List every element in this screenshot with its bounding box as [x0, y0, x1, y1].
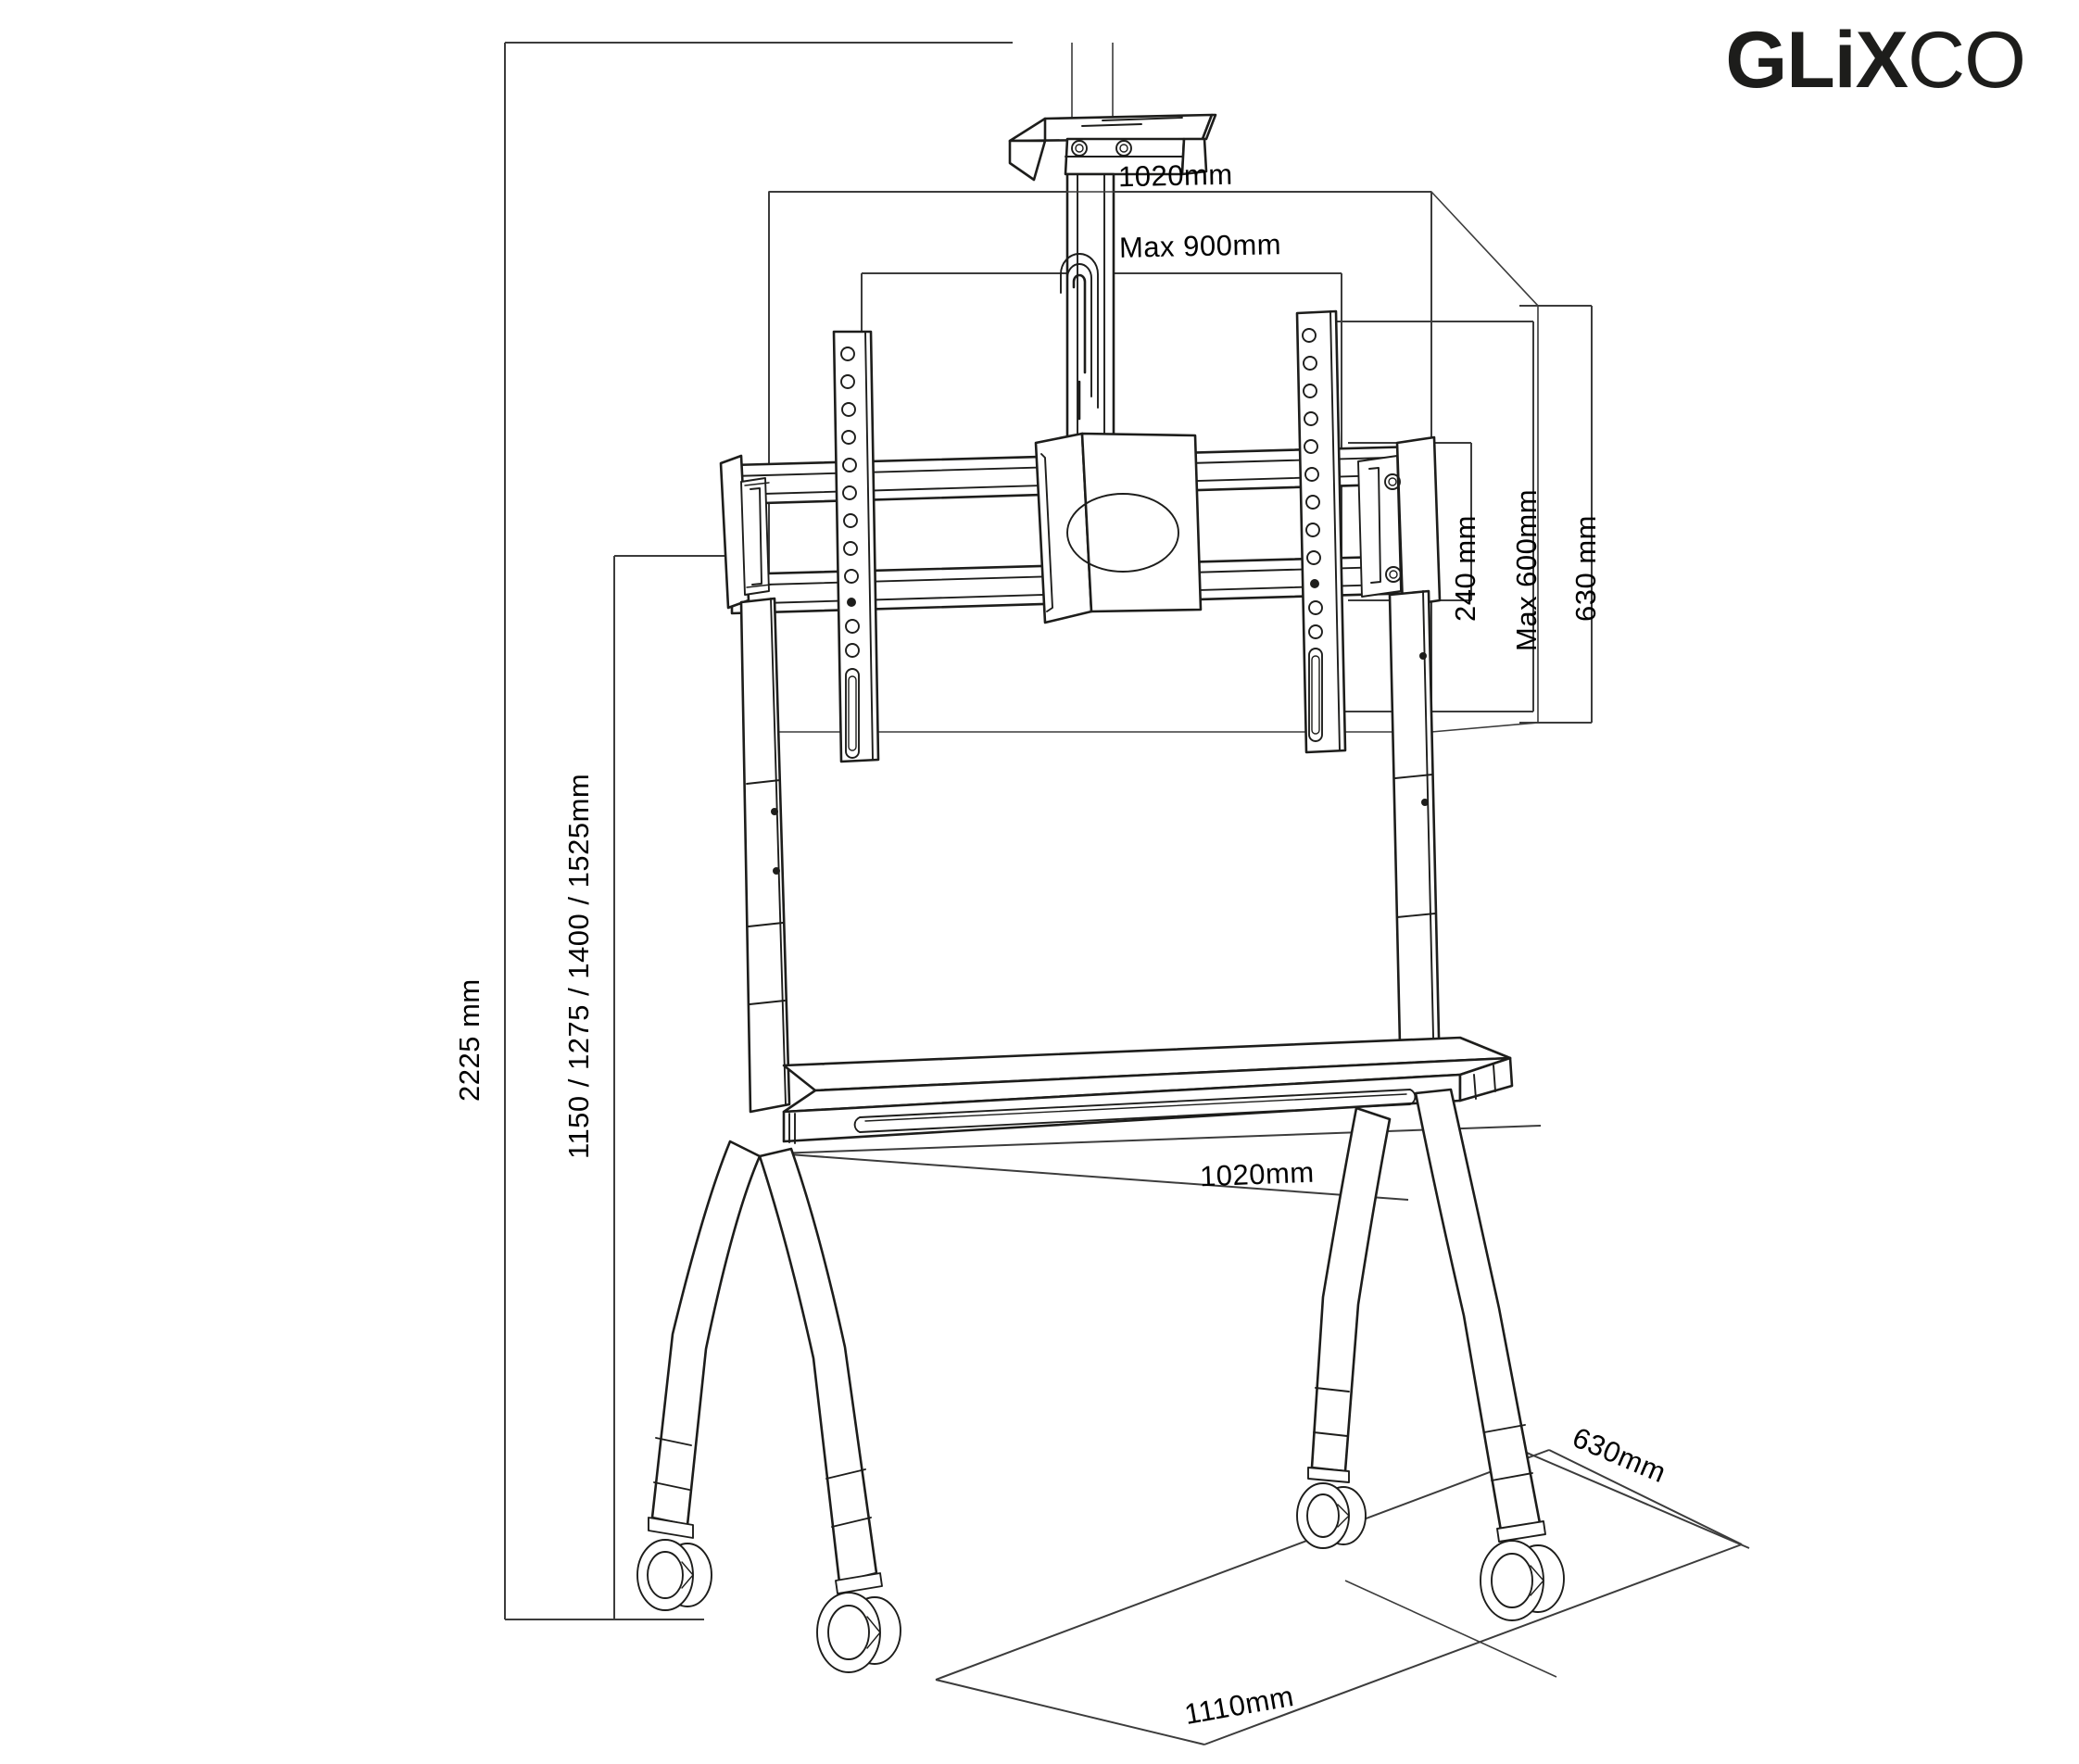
brand-logo-solid: GLiX: [1725, 16, 1909, 105]
caster-wheels: [636, 1467, 1565, 1673]
centre-slider-block: [1034, 432, 1203, 624]
caster-wheel: [1480, 1520, 1565, 1621]
dim-label-vesa-height: 240 mm: [1449, 515, 1481, 622]
dim-label-max-vesa-height: Max 600mm: [1510, 488, 1543, 651]
right-end-bracket: [1357, 435, 1442, 608]
top-camera-shelf: [1008, 113, 1217, 182]
caster-wheel: [816, 1572, 901, 1673]
right-vesa-arm: [1295, 309, 1347, 754]
left-end-bracket: [719, 454, 772, 610]
left-vesa-arm: [832, 330, 880, 763]
caster-wheel: [1296, 1467, 1367, 1549]
middle-shelf-tray: [782, 1036, 1514, 1144]
dim-label-shelf-width: 1020mm: [1199, 1155, 1316, 1193]
dim-label-display-heights: 1150 / 1275 / 1400 / 1525mm: [562, 773, 595, 1159]
dim-label-max-mount-width: Max 900mm: [1118, 228, 1282, 264]
brand-logo-outline: CO: [1908, 16, 2026, 105]
dim-label-overall-height: 2225 mm: [453, 978, 485, 1102]
brand-logo: GLiXCO: [1725, 20, 2026, 100]
vertical-mast: [1060, 172, 1115, 448]
legs-assembly: [650, 1088, 1542, 1584]
dim-label-depth-upper: 630 mm: [1569, 515, 1602, 622]
dim-label-top-width: 1020mm: [1117, 158, 1233, 194]
caster-wheel: [636, 1517, 712, 1611]
